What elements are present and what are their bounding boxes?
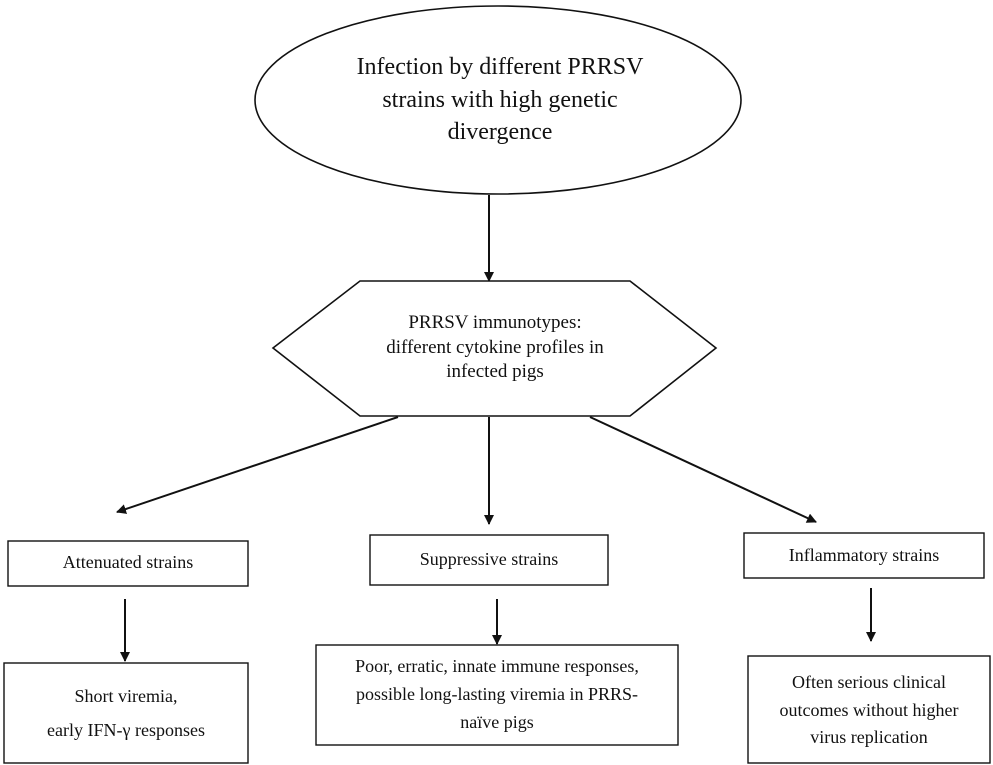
infection-node-shape bbox=[254, 5, 742, 195]
immunotypes-node-label: PRRSV immunotypes: different cytokine pr… bbox=[386, 311, 604, 383]
suppressive-outcome-label: Poor, erratic, innate immune responses, … bbox=[355, 656, 639, 732]
infection-node-label: Infection by different PRRSV strains wit… bbox=[356, 54, 644, 146]
immunotypes-node-shape bbox=[271, 280, 718, 417]
attenuated-strains-label: Attenuated strains bbox=[62, 552, 194, 573]
attenuated-outcome-box bbox=[3, 662, 249, 764]
suppressive-outcome-box bbox=[315, 644, 679, 746]
suppressive-strains-box bbox=[369, 534, 609, 586]
arrow-immunotypes-to-inflammatory bbox=[589, 416, 817, 523]
inflammatory-strains-box bbox=[743, 532, 985, 579]
inflammatory-outcome-label: Often serious clinical outcomes without … bbox=[779, 671, 959, 748]
suppressive-strains-label: Suppressive strains bbox=[419, 549, 559, 570]
inflammatory-outcome-box bbox=[747, 655, 991, 764]
attenuated-outcome-label: Short viremia, early IFN-γ responses bbox=[47, 685, 205, 740]
inflammatory-strains-label: Inflammatory strains bbox=[788, 545, 940, 566]
attenuated-strains-box bbox=[7, 540, 249, 587]
arrow-immunotypes-to-attenuated bbox=[116, 416, 399, 514]
